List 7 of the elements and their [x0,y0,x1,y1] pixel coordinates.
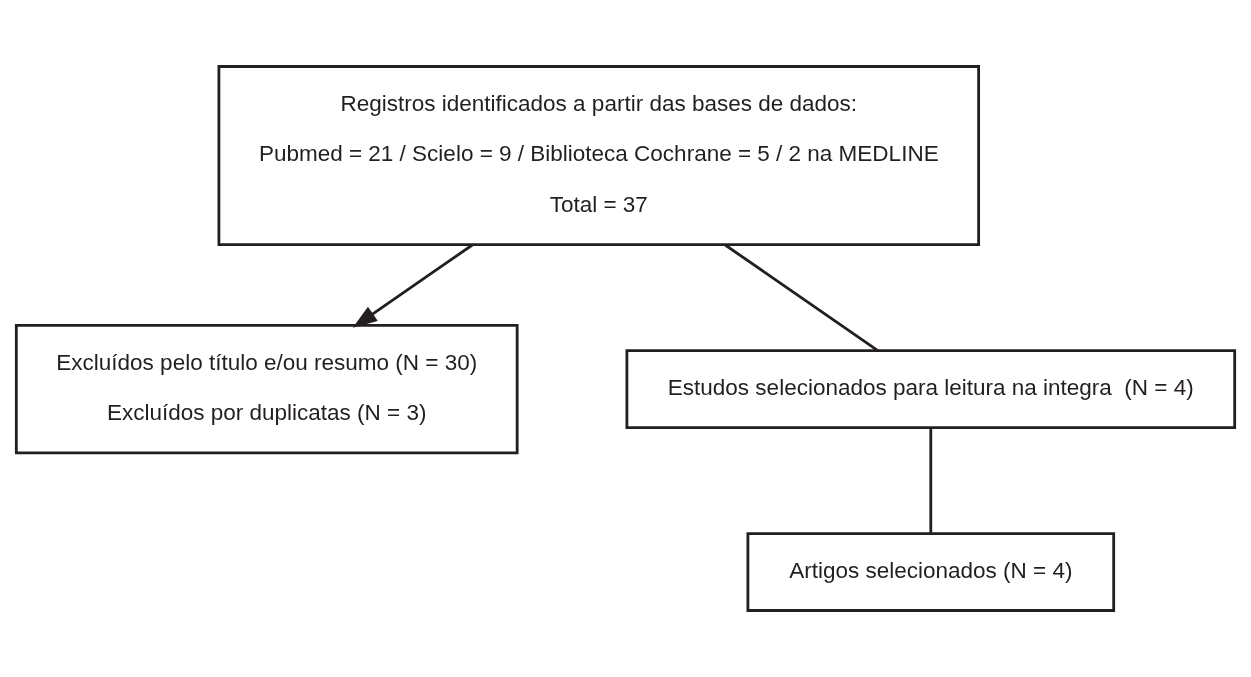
node-box: Registros identificados a partir das bases de dados: Pubmed = 21 / Scielo = 9 / Biblioteca Cochrane = 5 / 2 na MEDLINE Total = 37 [217,65,981,247]
arrow [352,243,474,328]
connector [724,243,879,352]
connector [929,428,933,534]
node-box: Artigos selecionados (N = 4) [746,532,1116,612]
node-box: Excluídos pelo título e/ou resumo (N = 30) Excluídos por duplicatas (N = 3) [14,323,519,455]
node-box: Estudos selecionados para leitura na integra (N = 4) [625,349,1237,429]
